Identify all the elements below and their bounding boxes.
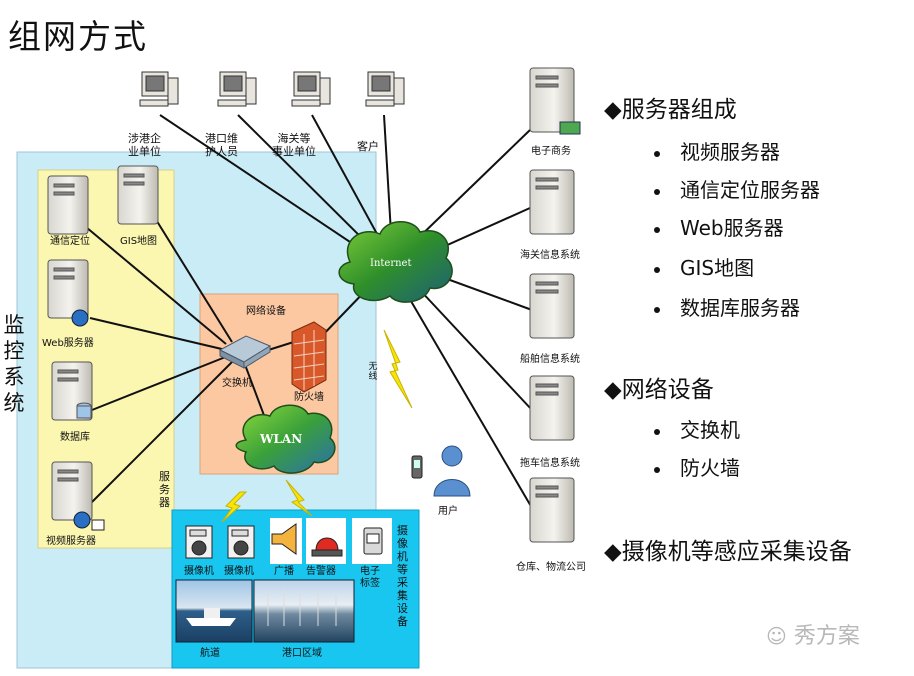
wlan-cloud [235,404,336,474]
network-zone-title: 网络设备 [246,306,286,317]
firewall-device [291,321,327,393]
photos [175,579,355,643]
bullet-item: 视频服务器 [654,136,780,165]
ext-server-warehouse [529,477,575,543]
ext-server-ship [529,273,575,339]
device-label-alarm: 告警器 [306,566,336,577]
bullet-item: 数据库服务器 [654,292,800,321]
bullet-dot-icon [654,226,660,233]
ext-label-ship: 船舶信息系统 [520,354,580,365]
bullet-dot-icon [654,466,660,473]
user-label: 用户 [438,506,458,517]
camera-2-icon [227,525,255,559]
photo-label-channel: 航道 [200,648,220,659]
heading-servers: ◆服务器组成 [604,97,737,123]
bullet-dot-icon [654,306,660,313]
capture-devices [185,518,392,564]
switch-device [218,335,272,369]
bullet-dot-icon [654,150,660,157]
alarm-icon [311,537,343,557]
bullet-item: 通信定位服务器 [654,174,820,203]
e-tag-icon [363,527,383,555]
client-pc-3 [291,71,331,107]
heading-capture: ◆摄像机等感应采集设备 [604,539,852,565]
watermark: ☺ 秀方案 [766,624,860,649]
server-label-web: Web服务器 [42,338,94,349]
device-label-speaker: 广播 [274,566,294,577]
client-computers [139,71,405,107]
server-label-db: 数据库 [60,432,90,443]
bullet-dot-icon [654,266,660,273]
client-pc-2 [217,71,257,107]
firewall-label: 防火墙 [294,392,324,403]
bullet-dot-icon [654,428,660,435]
ext-label-customs: 海关信息系统 [520,250,580,261]
ext-label-ecommerce: 电子商务 [531,146,571,157]
diamond-bullet-icon: ◆ [604,539,622,565]
device-label-e-tag: 电子 标签 [360,566,380,589]
client-label-3: 海关等 事业单位 [272,132,316,158]
server-label-video: 视频服务器 [46,536,96,547]
client-pc-1 [139,71,179,107]
server-label-gis: GIS地图 [120,236,158,247]
server-zone-label: 服务器 [159,470,170,509]
server-comm [47,175,89,235]
server-gis [117,165,159,225]
client-pc-4 [365,71,405,107]
bullet-item: 防火墙 [654,452,740,481]
ext-server-customs [529,169,575,235]
server-db [51,361,93,421]
capture-zone-label: 摄像机等采集设备 [397,524,408,628]
diamond-bullet-icon: ◆ [604,377,622,403]
server-label-comm: 通信定位 [50,236,90,247]
switch-label: 交换机 [222,378,252,389]
client-label-1: 涉港企 业单位 [128,132,161,158]
bullet-item: Web服务器 [654,212,784,241]
device-label-camera-1: 摄像机 [184,566,214,577]
speaker-icon [271,523,297,555]
client-label-4: 客户 [357,140,379,153]
server-video [51,461,105,531]
internet-label: Internet [370,258,412,269]
internet-cloud [338,221,453,303]
page-title: 组网方式 [8,17,148,56]
bullet-item: GIS地图 [654,252,754,281]
port-photo [253,579,355,643]
external-servers [529,67,581,543]
photo-label-port: 港口区域 [282,648,322,659]
server-web [47,259,89,327]
ext-server-ecommerce [529,67,581,135]
wireless-label: 无线 [368,362,378,382]
ext-label-warehouse: 仓库、物流公司 [516,562,586,573]
monitor-system-label: 监控系统 [3,313,25,415]
wechat-icon: ☺ [766,624,787,648]
ext-label-trailer: 拖车信息系统 [520,458,580,469]
ext-server-trailer [529,375,575,441]
bullet-dot-icon [654,188,660,195]
client-label-2: 港口维 护人员 [205,132,238,158]
user-icon [411,445,471,497]
wlan-label: WLAN [260,432,303,446]
wireless-bolts [221,329,413,523]
heading-network: ◆网络设备 [604,377,714,403]
bullet-item: 交换机 [654,414,740,443]
diamond-bullet-icon: ◆ [604,97,622,123]
camera-1-icon [185,525,213,559]
device-label-camera-2: 摄像机 [224,566,254,577]
left-servers [47,165,159,531]
